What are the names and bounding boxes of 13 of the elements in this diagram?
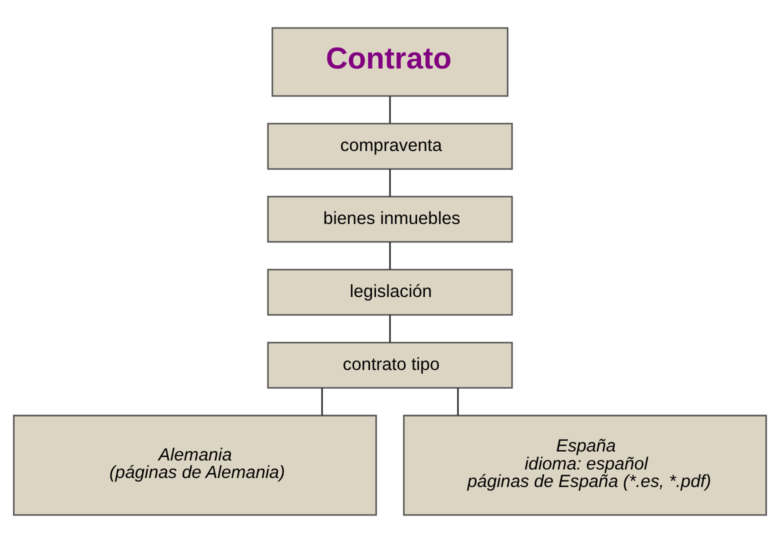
- node-box: legislación: [267, 268, 513, 316]
- connector: [457, 387, 459, 415]
- node-box: Contrato: [272, 26, 508, 96]
- node-box: Alemania (páginas de Alemania): [13, 414, 377, 516]
- connector: [389, 241, 391, 269]
- node-box: España idioma: español páginas de España (*.es, *.pdf): [403, 414, 767, 516]
- node-box: contrato tipo: [267, 341, 513, 388]
- node-box: compraventa: [267, 122, 513, 170]
- connector: [389, 314, 391, 342]
- node-box: bienes inmuebles: [267, 195, 513, 242]
- connector: [321, 387, 323, 415]
- connector: [389, 96, 391, 123]
- connector: [389, 168, 391, 196]
